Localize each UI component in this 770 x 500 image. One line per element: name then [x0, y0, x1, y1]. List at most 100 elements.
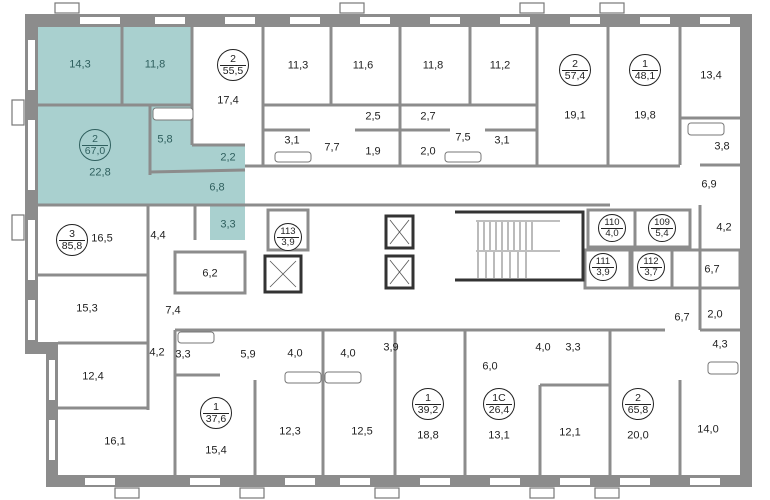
apartment-rooms: 1: [425, 392, 431, 404]
room-area-label: 6,8: [209, 181, 225, 194]
storage-number: 113: [280, 226, 296, 237]
apartment-area: 48,1: [634, 70, 656, 82]
room-area-label: 4,0: [340, 347, 356, 360]
storage-number: 109: [654, 217, 670, 228]
room-area-label: 4,2: [716, 221, 732, 234]
badge-divider: [632, 70, 658, 71]
room-area-label: 6,2: [202, 267, 218, 280]
apartment-area: 37,6: [205, 413, 227, 425]
apartment-rooms: 2: [572, 58, 578, 70]
badge-divider: [486, 404, 512, 405]
apartment-rooms: 2: [92, 133, 98, 145]
apartment-area: 67,0: [84, 145, 106, 157]
apartment-rooms: 2: [635, 392, 641, 404]
room-area-label: 7,4: [165, 304, 181, 317]
apartment-rooms: 1: [642, 58, 648, 70]
room-area-label: 17,4: [217, 94, 239, 107]
storage-area: 5,4: [655, 228, 669, 239]
room-area-label: 18,8: [417, 429, 439, 442]
room-area-label: 12,3: [279, 425, 301, 438]
storage-area: 3,9: [281, 237, 295, 248]
room-area-label: 19,8: [634, 109, 656, 122]
room-area-label: 1,9: [365, 145, 381, 158]
badge-divider: [640, 267, 662, 268]
room-area-label: 11,2: [489, 59, 511, 72]
room-area-label: 3,3: [220, 218, 236, 231]
badge-divider: [203, 413, 229, 414]
room-area-label: 7,5: [455, 131, 471, 144]
badge-divider: [59, 240, 85, 241]
room-area-label: 19,1: [564, 109, 586, 122]
storage-area: 3,9: [596, 267, 610, 278]
room-area-label: 6,9: [701, 178, 717, 191]
room-area-label: 14,0: [697, 423, 719, 436]
room-area-label: 6,0: [482, 360, 498, 373]
apartment-area: 85,8: [61, 240, 83, 252]
room-area-label: 3,1: [284, 134, 300, 147]
badge-divider: [562, 70, 588, 71]
room-area-label: 4,0: [287, 347, 303, 360]
apartment-area: 39,2: [417, 404, 439, 416]
room-area-label: 16,5: [91, 232, 113, 245]
room-area-label: 2,0: [707, 308, 723, 321]
room-area-label: 15,3: [76, 302, 98, 315]
room-area-label: 16,1: [104, 435, 126, 448]
apartment-rooms: 3: [69, 228, 75, 240]
room-area-label: 12,1: [559, 426, 581, 439]
room-area-label: 3,1: [494, 134, 510, 147]
room-area-label: 3,3: [175, 348, 191, 361]
room-area-label: 5,8: [157, 133, 173, 146]
apartment-area: 65,8: [627, 404, 649, 416]
room-area-label: 7,7: [324, 141, 340, 154]
room-area-label: 4,2: [149, 346, 165, 359]
room-area-label: 11,8: [144, 58, 166, 71]
room-area-label: 11,8: [422, 59, 444, 72]
room-area-label: 2,0: [420, 145, 436, 158]
room-area-label: 13,4: [700, 69, 722, 82]
room-area-label: 6,7: [674, 311, 690, 324]
apartment-rooms: 2: [230, 53, 236, 65]
room-area-label: 14,3: [69, 58, 91, 71]
storage-number: 110: [604, 217, 620, 228]
room-area-label: 15,4: [205, 444, 227, 457]
selected-apartment-area: [38, 27, 245, 240]
apartment-rooms: 1С: [492, 392, 506, 404]
badge-divider: [625, 404, 651, 405]
room-area-label: 12,5: [351, 425, 373, 438]
storage-number: 112: [643, 256, 659, 267]
storage-number: 111: [595, 256, 611, 267]
room-area-label: 4,0: [535, 341, 551, 354]
room-area-label: 11,6: [352, 59, 374, 72]
room-area-label: 2,7: [420, 110, 436, 123]
room-area-label: 2,5: [365, 110, 381, 123]
badge-divider: [415, 404, 441, 405]
room-area-label: 4,4: [150, 229, 166, 242]
room-area-label: 20,0: [627, 429, 649, 442]
storage-area: 3,7: [644, 267, 658, 278]
room-area-label: 2,2: [220, 151, 236, 164]
room-area-label: 13,1: [488, 429, 510, 442]
badge-divider: [220, 65, 246, 66]
apartment-area: 57,4: [564, 70, 586, 82]
room-area-label: 11,3: [287, 59, 309, 72]
room-area-label: 6,7: [704, 263, 720, 276]
room-area-label: 3,9: [383, 341, 399, 354]
badge-divider: [82, 145, 108, 146]
apartment-area: 55,5: [222, 65, 244, 77]
badge-divider: [277, 237, 299, 238]
